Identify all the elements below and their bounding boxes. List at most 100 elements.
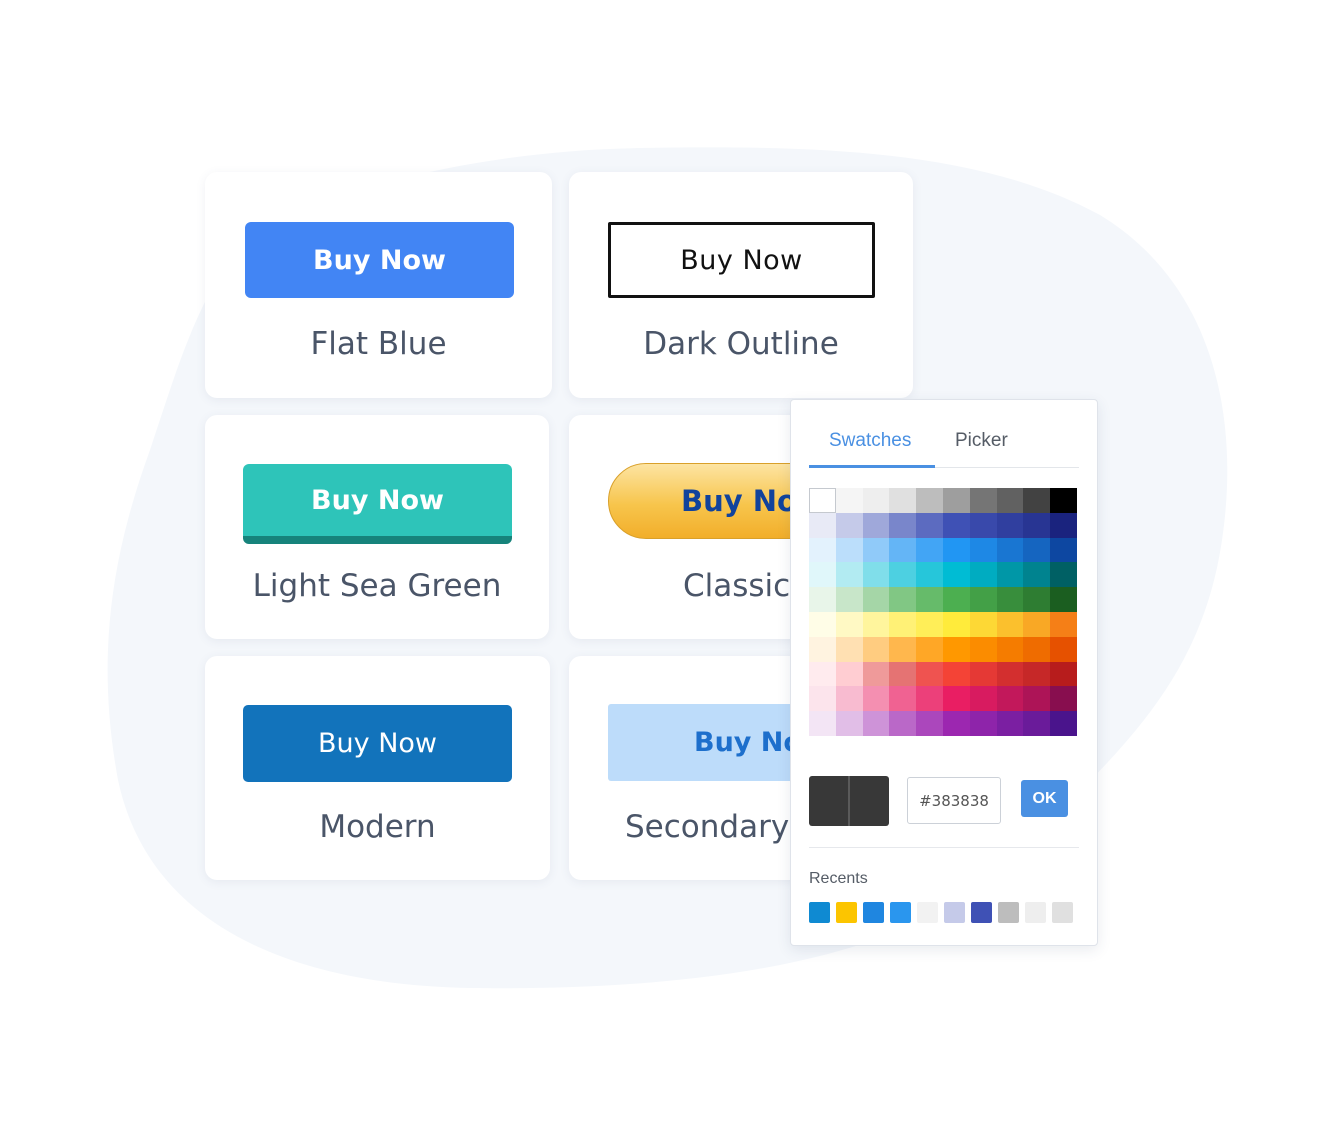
color-swatch[interactable] xyxy=(1050,636,1077,662)
color-swatch[interactable] xyxy=(835,512,863,538)
color-swatch[interactable] xyxy=(942,611,970,637)
color-swatch[interactable] xyxy=(916,611,943,637)
buy-now-button-secondary[interactable]: Buy Now xyxy=(608,704,790,781)
tab-picker[interactable]: Picker xyxy=(955,430,1008,451)
color-swatch[interactable] xyxy=(996,611,1024,637)
recent-color-swatch[interactable] xyxy=(971,902,992,923)
color-swatch[interactable] xyxy=(942,587,970,612)
color-swatch[interactable] xyxy=(835,611,863,637)
color-swatch[interactable] xyxy=(835,636,863,662)
color-swatch[interactable] xyxy=(862,611,890,637)
color-swatch[interactable] xyxy=(942,636,970,662)
color-swatch[interactable] xyxy=(969,587,997,612)
recent-color-swatch[interactable] xyxy=(1025,902,1046,923)
color-swatch[interactable] xyxy=(942,488,970,513)
color-swatch[interactable] xyxy=(809,512,836,538)
color-swatch[interactable] xyxy=(889,488,917,513)
color-swatch[interactable] xyxy=(1023,686,1051,712)
color-swatch[interactable] xyxy=(889,611,917,637)
color-swatch[interactable] xyxy=(862,711,890,736)
buy-now-button-flat-blue[interactable]: Buy Now xyxy=(245,222,514,298)
color-swatch[interactable] xyxy=(969,711,997,736)
color-swatch[interactable] xyxy=(1023,587,1051,612)
color-swatch[interactable] xyxy=(969,488,997,513)
color-swatch[interactable] xyxy=(1023,711,1051,736)
color-swatch[interactable] xyxy=(809,562,836,588)
color-swatch[interactable] xyxy=(809,711,836,736)
color-swatch[interactable] xyxy=(809,488,836,513)
color-swatch[interactable] xyxy=(1050,686,1077,712)
color-swatch[interactable] xyxy=(969,537,997,563)
color-swatch[interactable] xyxy=(996,686,1024,712)
color-swatch[interactable] xyxy=(996,512,1024,538)
color-swatch[interactable] xyxy=(862,537,890,563)
color-swatch[interactable] xyxy=(862,512,890,538)
color-swatch[interactable] xyxy=(916,711,943,736)
color-swatch[interactable] xyxy=(1023,488,1051,513)
color-swatch[interactable] xyxy=(1050,611,1077,637)
color-swatch[interactable] xyxy=(1050,587,1077,612)
color-swatch[interactable] xyxy=(1023,562,1051,588)
color-swatch[interactable] xyxy=(942,661,970,687)
hex-input[interactable] xyxy=(907,777,1001,824)
color-swatch[interactable] xyxy=(1023,537,1051,563)
color-swatch[interactable] xyxy=(916,661,943,687)
color-swatch[interactable] xyxy=(1050,661,1077,687)
color-swatch[interactable] xyxy=(969,686,997,712)
tab-swatches[interactable]: Swatches xyxy=(829,430,912,451)
recent-color-swatch[interactable] xyxy=(998,902,1019,923)
buy-now-button-classic[interactable]: Buy Now xyxy=(608,463,790,539)
color-swatch[interactable] xyxy=(1023,636,1051,662)
ok-button[interactable]: OK xyxy=(1021,780,1068,817)
color-swatch[interactable] xyxy=(969,661,997,687)
color-swatch[interactable] xyxy=(862,636,890,662)
color-swatch[interactable] xyxy=(809,636,836,662)
color-swatch[interactable] xyxy=(996,661,1024,687)
color-swatch[interactable] xyxy=(835,488,863,513)
color-swatch[interactable] xyxy=(889,686,917,712)
color-swatch[interactable] xyxy=(889,512,917,538)
color-swatch[interactable] xyxy=(889,587,917,612)
style-card-dark-outline[interactable]: Buy Now Dark Outline xyxy=(569,172,913,398)
color-swatch[interactable] xyxy=(969,636,997,662)
color-swatch[interactable] xyxy=(1050,711,1077,736)
color-swatch[interactable] xyxy=(835,711,863,736)
color-swatch[interactable] xyxy=(942,537,970,563)
color-swatch[interactable] xyxy=(916,537,943,563)
color-swatch[interactable] xyxy=(996,636,1024,662)
color-swatch[interactable] xyxy=(809,686,836,712)
color-swatch[interactable] xyxy=(1050,562,1077,588)
style-card-flat-blue[interactable]: Buy Now Flat Blue xyxy=(205,172,552,398)
color-swatch[interactable] xyxy=(916,686,943,712)
buy-now-button-light-sea-green[interactable]: Buy Now xyxy=(243,464,512,544)
color-swatch[interactable] xyxy=(809,661,836,687)
color-swatch[interactable] xyxy=(889,661,917,687)
color-swatch[interactable] xyxy=(916,488,943,513)
color-swatch[interactable] xyxy=(969,562,997,588)
color-swatch[interactable] xyxy=(835,661,863,687)
color-swatch[interactable] xyxy=(1050,512,1077,538)
color-swatch[interactable] xyxy=(809,537,836,563)
recent-color-swatch[interactable] xyxy=(836,902,857,923)
color-swatch[interactable] xyxy=(889,636,917,662)
recent-color-swatch[interactable] xyxy=(809,902,830,923)
color-swatch[interactable] xyxy=(996,587,1024,612)
recent-color-swatch[interactable] xyxy=(890,902,911,923)
color-swatch[interactable] xyxy=(1050,488,1077,513)
color-swatch[interactable] xyxy=(862,661,890,687)
color-swatch[interactable] xyxy=(889,711,917,736)
color-swatch[interactable] xyxy=(862,562,890,588)
color-swatch[interactable] xyxy=(996,488,1024,513)
buy-now-button-dark-outline[interactable]: Buy Now xyxy=(608,222,875,298)
color-swatch[interactable] xyxy=(942,562,970,588)
color-swatch[interactable] xyxy=(996,711,1024,736)
color-swatch[interactable] xyxy=(916,587,943,612)
recent-color-swatch[interactable] xyxy=(1052,902,1073,923)
color-swatch[interactable] xyxy=(862,587,890,612)
recent-color-swatch[interactable] xyxy=(863,902,884,923)
color-swatch[interactable] xyxy=(835,562,863,588)
style-card-modern[interactable]: Buy Now Modern xyxy=(205,656,550,880)
color-swatch[interactable] xyxy=(889,562,917,588)
color-swatch[interactable] xyxy=(996,562,1024,588)
recent-color-swatch[interactable] xyxy=(944,902,965,923)
